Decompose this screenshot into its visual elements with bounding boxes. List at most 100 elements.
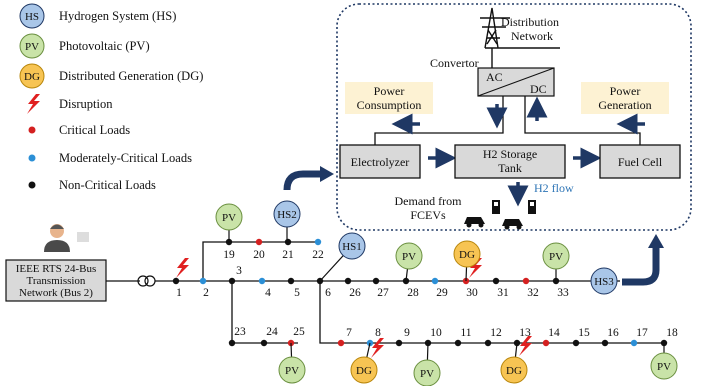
bus-node-9 (395, 339, 403, 347)
bus-label-2: 2 (203, 287, 209, 299)
bus-node-20 (255, 238, 263, 246)
bus-node-16 (601, 339, 609, 347)
transformer-coil-2 (144, 275, 156, 287)
power-generation-label-1: Power (610, 84, 641, 98)
bus-label-20: 20 (253, 249, 265, 261)
pv-badge-label-1: PV (222, 212, 236, 224)
bus-label-4: 4 (265, 287, 271, 299)
pv-badge-1 (215, 203, 243, 231)
operator-chart-icon (77, 232, 89, 242)
bus-label-14: 14 (548, 327, 560, 339)
bus-node-24 (260, 339, 268, 347)
pv-badge-4 (278, 356, 306, 384)
bus-node-21 (284, 238, 292, 246)
legend-pv-badge: PV (25, 41, 39, 53)
dg-badge-label-2: DG (356, 365, 372, 377)
bus-node-22 (314, 238, 322, 246)
bus-node-17 (630, 339, 638, 347)
bus-node-26 (344, 277, 352, 285)
convertor-diagonal (477, 67, 555, 97)
hs3-arrow-head (648, 234, 664, 248)
bus-label-6: 6 (325, 287, 331, 299)
disruption-icon-bus30 (469, 258, 482, 278)
convertor-dc: DC (530, 82, 547, 96)
pv-badge-label-6: PV (657, 361, 671, 373)
hs3-to-panel-arrow (622, 246, 660, 286)
distribution-network-label-2: Network (511, 29, 553, 43)
dg-badge-1 (453, 240, 481, 268)
disruption-icon-bus1 (176, 258, 189, 278)
bus-label-18: 18 (666, 327, 678, 339)
bus-label-10: 10 (430, 327, 442, 339)
car-icon (464, 217, 523, 230)
bus-label-3: 3 (236, 265, 242, 277)
bus-label-19: 19 (223, 249, 235, 261)
electrolyzer-box (339, 144, 421, 179)
transmission-label-3: Network (Bus 2) (19, 287, 93, 299)
bus-label-26: 26 (349, 287, 361, 299)
convertor-ac: AC (486, 70, 503, 84)
transmission-label-1: IEEE RTS 24-Bus (16, 263, 97, 275)
dg-badge-label-3: DG (506, 365, 522, 377)
legend-moderate-dot (28, 154, 36, 162)
bus-node-4 (258, 277, 266, 285)
bus-node-3 (228, 277, 236, 285)
bus-label-9: 9 (404, 327, 410, 339)
legend-hs-text: Hydrogen System (HS) (59, 9, 176, 23)
pv-badge-label-3: PV (549, 251, 563, 263)
bus-label-31: 31 (497, 287, 509, 299)
distribution-network-label-1: Distribution (501, 15, 559, 29)
bus-label-17: 17 (636, 327, 648, 339)
bus-node-1 (172, 277, 180, 285)
bus-label-30: 30 (466, 287, 478, 299)
legend-dg-badge: DG (24, 71, 40, 83)
dg-badge-2 (350, 356, 378, 384)
tower-icon (480, 7, 510, 68)
bus-node-5 (287, 277, 295, 285)
legend-noncritical-dot (28, 181, 36, 189)
network-disruptions (176, 258, 532, 358)
bus-node-7 (337, 339, 345, 347)
electrolyzer-label: Electrolyzer (351, 155, 410, 169)
h2-storage-label-1: H2 Storage (483, 147, 537, 161)
fuel-pump-icon (492, 200, 536, 214)
bus-label-8: 8 (375, 327, 381, 339)
power-consumption-label-1: Power (374, 84, 405, 98)
power-consumption-callout (345, 82, 433, 114)
legend-critical-dot (28, 126, 36, 134)
hs2-arrow-head (320, 166, 334, 182)
h2-storage-box (454, 144, 566, 179)
disruption-icon-bus13 (519, 336, 532, 356)
demand-label-1: Demand from (395, 194, 463, 208)
dg-badge-3 (500, 356, 528, 384)
bus-label-25: 25 (293, 326, 305, 338)
legend-hs-badge: HS (25, 11, 39, 23)
operator-body-icon (44, 240, 70, 252)
transmission-box (5, 259, 107, 302)
dg-badge-label-1: DG (459, 249, 475, 261)
bus-label-23: 23 (234, 326, 246, 338)
legend-dg-badge-circle (19, 63, 45, 89)
bus-node-29 (431, 277, 439, 285)
hs-badge-label-2: HS2 (277, 209, 297, 221)
pv-badge-5 (413, 359, 441, 386)
bus-label-1: 1 (176, 287, 182, 299)
disruption-icon-bus8 (371, 338, 384, 358)
pv-badge-label-4: PV (285, 365, 299, 377)
power-generation-callout (581, 82, 669, 114)
legend-disruption-icon (27, 94, 40, 114)
transformer-coil-1 (137, 275, 149, 287)
legend-noncritical-text: Non-Critical Loads (59, 178, 156, 192)
bus-label-7: 7 (346, 327, 352, 339)
wire-from-fuelcell (524, 96, 641, 145)
hs2-to-panel-arrow (283, 170, 322, 191)
pv-badge-6 (650, 352, 678, 380)
bus-label-12: 12 (490, 327, 502, 339)
power-consumption-label-2: Consumption (357, 98, 422, 112)
bus-label-27: 27 (377, 287, 389, 299)
hydrogen-system-border (336, 3, 692, 231)
bus-label-5: 5 (294, 287, 300, 299)
hs-badge-label-3: HS3 (594, 276, 614, 288)
